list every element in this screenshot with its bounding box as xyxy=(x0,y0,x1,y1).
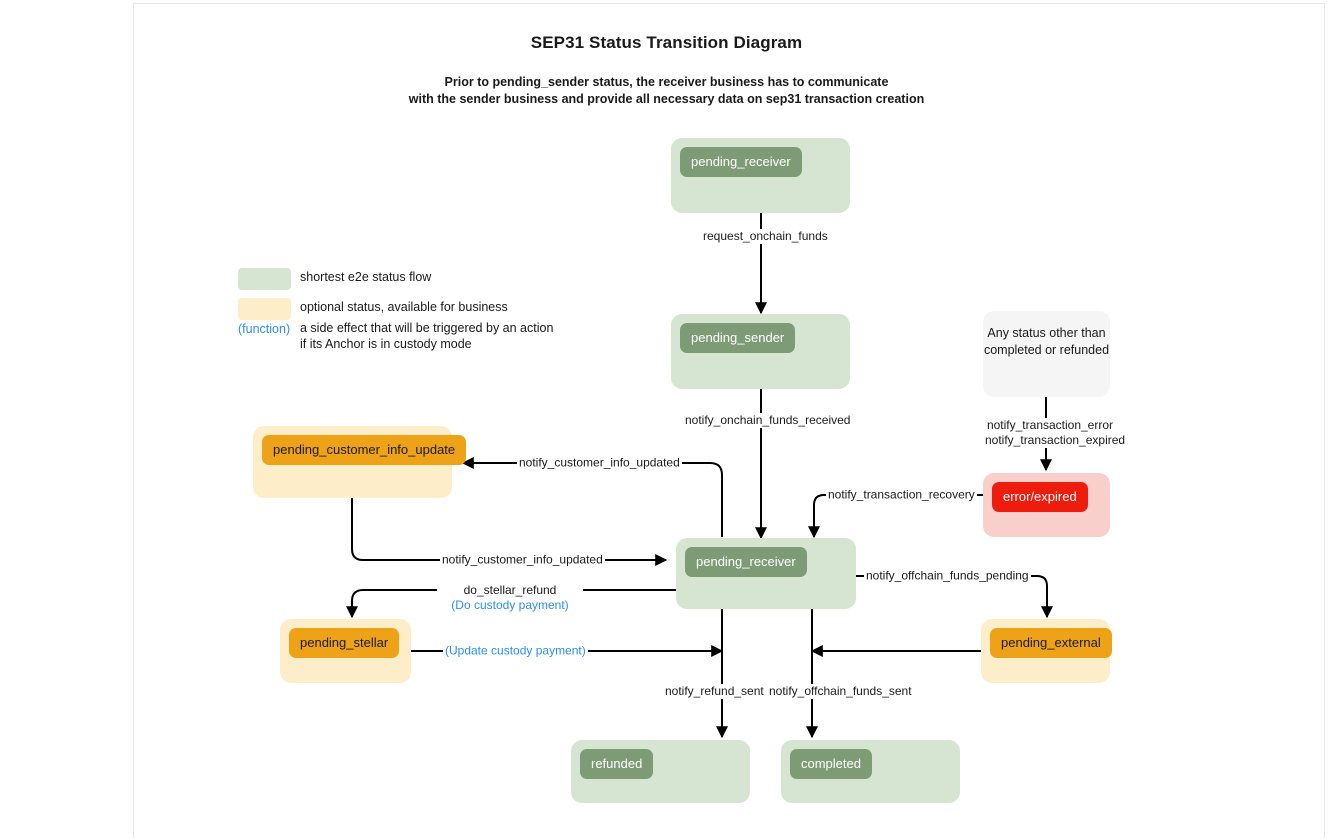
node-any-status-other[interactable]: Any status other than completed or refun… xyxy=(983,311,1110,397)
legend-function-line-1: a side effect that will be triggered by … xyxy=(300,321,554,335)
legend-function-line-2: if its Anchor is in custody mode xyxy=(300,337,472,351)
edge-label-do-custody-payment: (Do custody payment) xyxy=(451,598,569,612)
subtitle-line-2: with the sender business and provide all… xyxy=(408,92,925,106)
edge-label-do-stellar-refund-group: do_stellar_refund (Do custody payment) xyxy=(437,583,583,613)
node-label-pending-sender: pending_sender xyxy=(680,323,796,353)
edge-label-notify-refund-sent: notify_refund_sent xyxy=(663,684,766,699)
node-label-pending-external: pending_external xyxy=(990,628,1112,658)
edge-label-notify-transaction-recovery: notify_transaction_recovery xyxy=(826,487,977,503)
edge-label-notify-customer-info-updated-bottom: notify_customer_info_updated xyxy=(440,552,605,568)
edge-label-notify-offchain-funds-pending: notify_offchain_funds_pending xyxy=(864,568,1031,584)
node-refunded[interactable]: refunded xyxy=(571,740,750,803)
edge-notify-customer-info-updated-top xyxy=(461,457,723,537)
legend-label-shortest-flow: shortest e2e status flow xyxy=(300,270,432,284)
edge-label-update-custody-payment: (Update custody payment) xyxy=(443,643,588,659)
node-completed[interactable]: completed xyxy=(781,740,960,803)
node-label-pending-receiver-mid: pending_receiver xyxy=(685,547,807,577)
page-subtitle: Prior to pending_sender status, the rece… xyxy=(0,74,1333,108)
any-status-line-2: completed or refunded xyxy=(983,343,1110,357)
edge-label-notify-offchain-funds-sent: notify_offchain_funds_sent xyxy=(767,684,914,699)
edge-notify-customer-info-updated-bottom xyxy=(351,497,668,566)
edge-label-do-stellar-refund: do_stellar_refund xyxy=(463,583,557,597)
page-title: SEP31 Status Transition Diagram xyxy=(530,33,803,52)
subtitle-line-1: Prior to pending_sender status, the rece… xyxy=(444,75,889,89)
edge-label-notify-onchain-funds-received: notify_onchain_funds_received xyxy=(683,413,853,428)
node-pending-stellar[interactable]: pending_stellar xyxy=(280,619,411,683)
node-pending-external[interactable]: pending_external xyxy=(981,619,1112,683)
legend-swatch-green xyxy=(238,268,291,290)
edge-label-notify-customer-info-updated-top: notify_customer_info_updated xyxy=(517,455,682,471)
edge-label-notify-transaction-error-expired: notify_transaction_error notify_transact… xyxy=(983,418,1126,448)
node-pending-customer-info-update[interactable]: pending_customer_info_update xyxy=(253,426,467,498)
legend-function-description: a side effect that will be triggered by … xyxy=(300,320,553,352)
node-label-pending-customer-info-update: pending_customer_info_update xyxy=(262,435,467,465)
node-pending-sender[interactable]: pending_sender xyxy=(671,314,850,389)
node-pending-receiver-mid[interactable]: pending_receiver xyxy=(676,538,856,609)
node-pending-receiver-top[interactable]: pending_receiver xyxy=(671,138,850,213)
edge-label-notify-transaction-error: notify_transaction_error xyxy=(986,418,1114,432)
node-text-any-status-other: Any status other than completed or refun… xyxy=(983,325,1110,359)
legend-label-optional-status: optional status, available for business xyxy=(300,300,508,314)
node-label-pending-receiver-top: pending_receiver xyxy=(680,147,802,177)
legend-swatch-cream xyxy=(238,298,291,320)
node-label-completed: completed xyxy=(790,749,872,779)
edge-label-notify-transaction-expired: notify_transaction_expired xyxy=(985,433,1126,447)
node-label-error-expired: error/expired xyxy=(992,482,1088,512)
legend-function-token: (function) xyxy=(238,322,291,336)
any-status-line-1: Any status other than xyxy=(987,326,1106,340)
node-label-refunded: refunded xyxy=(580,749,654,779)
edge-label-request-onchain-funds: request_onchain_funds xyxy=(701,229,830,244)
node-error-expired[interactable]: error/expired xyxy=(983,473,1110,537)
node-label-pending-stellar: pending_stellar xyxy=(289,628,400,658)
